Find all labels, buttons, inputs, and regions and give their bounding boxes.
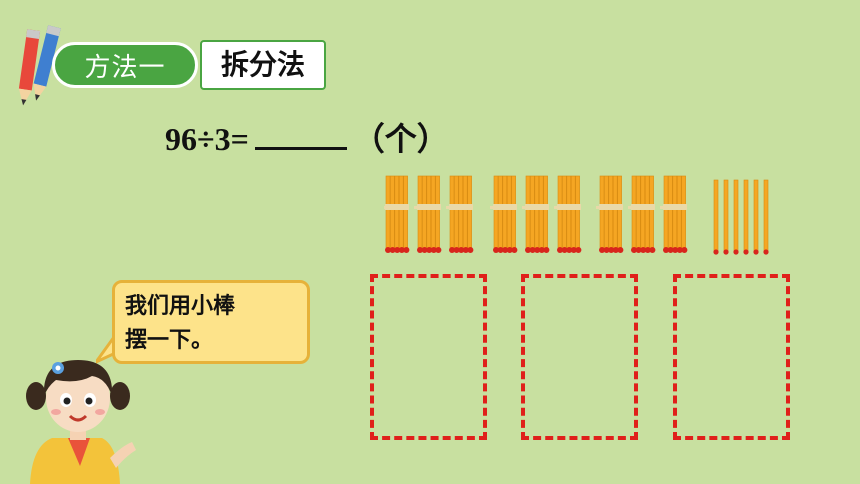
- method-name-box: 拆分法: [200, 40, 326, 90]
- single-stick: [753, 179, 759, 255]
- single-stick: [723, 179, 729, 255]
- stick-bundle-ten: [414, 175, 442, 253]
- answer-blank[interactable]: [254, 121, 347, 150]
- equation-unit: （个）: [352, 121, 449, 157]
- single-stick: [743, 179, 749, 255]
- division-equation: 96÷3= （个）: [165, 114, 449, 158]
- stick-bundle-ten: [490, 175, 518, 253]
- bubble-line-1: 我们用小棒: [125, 293, 236, 319]
- stick-bundle-ten: [596, 175, 624, 253]
- single-stick: [763, 179, 769, 255]
- stick-bundle-ten: [384, 175, 410, 253]
- stick-bundle-ten: [522, 175, 550, 253]
- equation-expression: 96÷3=: [165, 121, 249, 157]
- method-badge: 方法一: [52, 42, 198, 88]
- stick-bundle-ten: [660, 175, 688, 253]
- group-box-1[interactable]: [370, 274, 487, 440]
- single-stick: [713, 179, 719, 255]
- counting-sticks: [384, 175, 769, 255]
- bubble-line-2: 摆一下。: [125, 327, 214, 353]
- girl-character-illustration: [26, 360, 136, 484]
- stick-bundle-ten: [554, 175, 582, 253]
- stick-bundle-ten: [628, 175, 656, 253]
- speech-bubble: 我们用小棒 摆一下。: [112, 280, 310, 364]
- single-stick: [733, 179, 739, 255]
- group-box-3[interactable]: [673, 274, 790, 440]
- stick-bundle-ten: [446, 175, 474, 253]
- group-box-2[interactable]: [521, 274, 638, 440]
- pencils-icon: [18, 25, 61, 106]
